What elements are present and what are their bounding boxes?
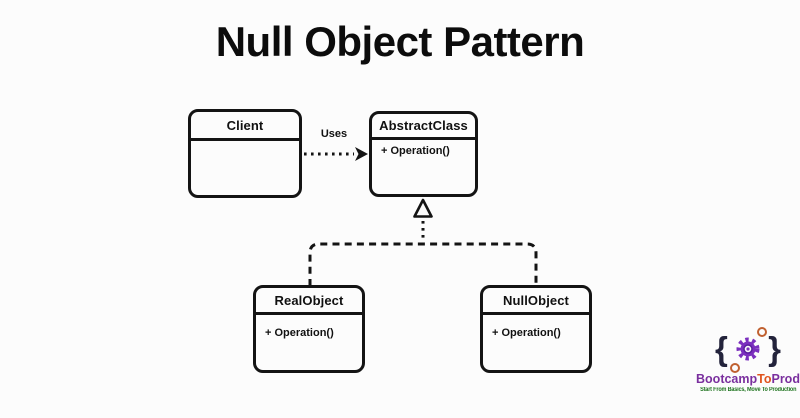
realization-dashed-branch — [308, 242, 538, 286]
class-body-client — [191, 141, 299, 195]
dependency-label-uses: Uses — [320, 128, 348, 140]
left-brace-glyph: { — [715, 330, 728, 367]
brand-name-part: Prod — [771, 372, 800, 386]
brand-name: BootcampToProd — [696, 372, 800, 386]
orange-ring-icon — [757, 327, 767, 337]
brand-tagline: Start From Basics, Move To Production — [700, 387, 797, 393]
page-title: Null Object Pattern — [215, 18, 585, 65]
class-operation-abstractclass: + Operation() — [381, 145, 450, 157]
class-name-abstractclass: AbstractClass — [372, 114, 475, 140]
uml-class-client: Client — [188, 109, 302, 198]
class-name-client: Client — [191, 112, 299, 141]
class-operation-realobject: + Operation() — [265, 327, 334, 339]
class-name-nullobject: NullObject — [483, 288, 589, 315]
dependency-arrowhead-icon — [355, 147, 368, 161]
class-operation-nullobject: + Operation() — [492, 327, 561, 339]
braces-gear-icon: { } — [696, 326, 800, 373]
realization-triangle-icon — [413, 198, 433, 218]
right-brace-glyph: } — [768, 330, 781, 367]
uml-class-abstractclass: AbstractClass + Operation() — [369, 111, 478, 197]
brand-name-part: Bootcamp — [696, 372, 758, 386]
class-name-realobject: RealObject — [256, 288, 362, 315]
brand-logo: { } BootcampToProd Start From Basics, Mo… — [696, 326, 800, 394]
uml-class-nullobject: NullObject + Operation() — [480, 285, 592, 373]
orange-ring-icon — [730, 363, 740, 373]
uml-class-realobject: RealObject + Operation() — [253, 285, 365, 373]
gear-icon — [736, 337, 760, 361]
brand-name-part: To — [757, 372, 772, 386]
